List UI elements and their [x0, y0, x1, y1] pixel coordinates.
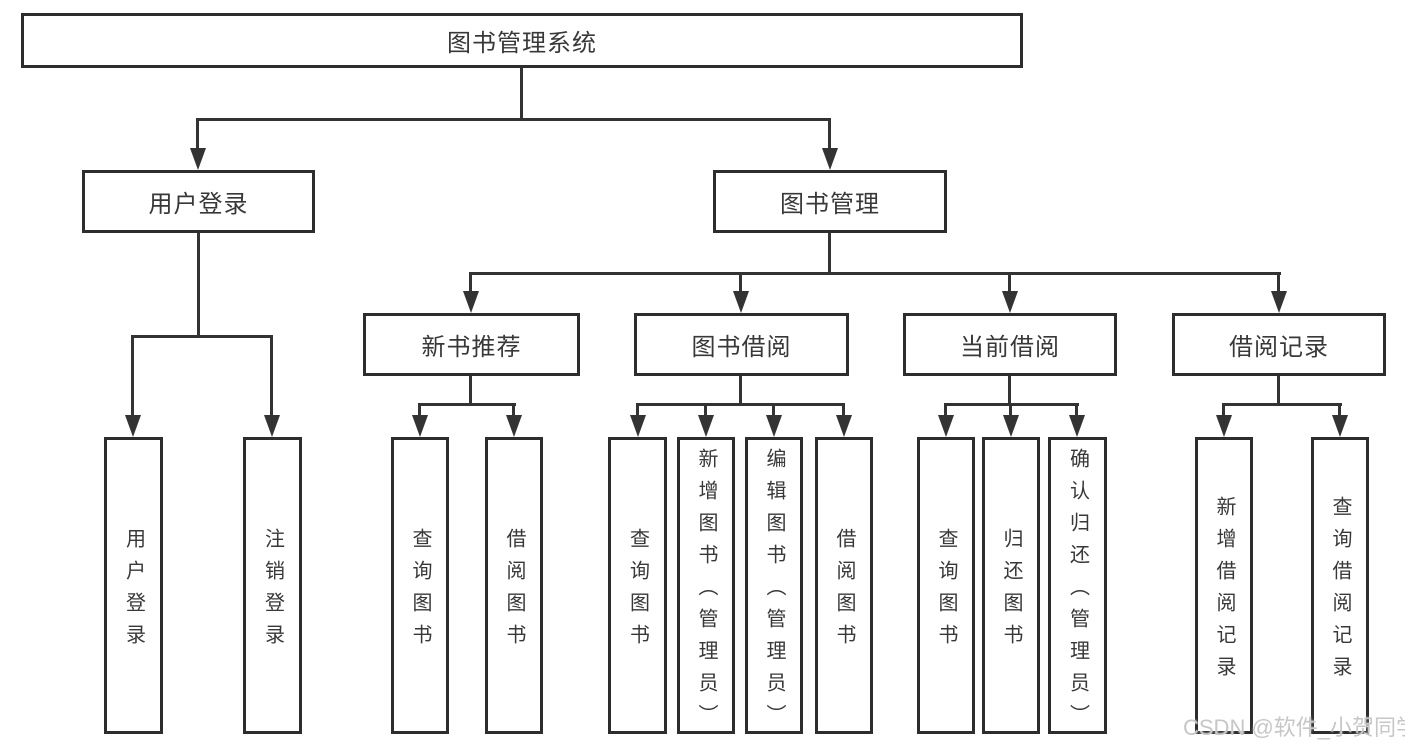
connector-line	[704, 403, 707, 417]
leaf-records-add-record-label: 新增借阅记录	[1213, 495, 1235, 688]
node-user-login: 用户登录	[82, 170, 315, 233]
node-new-book-recommend: 新书推荐	[363, 313, 580, 376]
arrowhead-icon	[1216, 415, 1232, 437]
node-book-management: 图书管理	[713, 170, 947, 233]
leaf-recommend-query-books: 查询图书	[391, 437, 449, 734]
leaf-records-query-record: 查询借阅记录	[1311, 437, 1369, 734]
leaf-borrow-edit-books-admin: 编辑图书（管理员）	[745, 437, 803, 736]
arrowhead-icon	[125, 415, 141, 437]
arrowhead-icon	[506, 415, 522, 437]
leaf-current-query-books: 查询图书	[917, 437, 975, 734]
connector-line	[469, 274, 472, 293]
leaf-borrow-borrow-books: 借阅图书	[815, 437, 873, 734]
connector-line	[131, 335, 273, 338]
connector-line	[636, 403, 845, 406]
leaf-borrow-query-books-label: 查询图书	[626, 527, 649, 656]
arrowhead-icon	[412, 415, 428, 437]
connector-line	[828, 233, 831, 275]
leaf-recommend-borrow-books: 借阅图书	[485, 437, 543, 734]
connector-line	[418, 403, 516, 406]
connector-line	[1075, 403, 1078, 417]
arrowhead-icon	[1003, 415, 1019, 437]
connector-line	[1338, 403, 1341, 417]
connector-line	[772, 403, 775, 417]
connector-line	[739, 274, 742, 293]
leaf-borrow-edit-books-admin-label: 编辑图书（管理员）	[763, 447, 785, 736]
arrowhead-icon	[1271, 291, 1287, 313]
node-borrow-records: 借阅记录	[1172, 313, 1386, 376]
connector-line	[1222, 403, 1225, 417]
arrowhead-icon	[463, 291, 479, 313]
csdn-watermark: CSDN @软件_小贺同学	[1183, 715, 1405, 740]
leaf-current-confirm-return-admin: 确认归还（管理员）	[1048, 437, 1107, 736]
leaf-logout: 注销登录	[243, 437, 302, 734]
arrowhead-icon	[630, 415, 646, 437]
connector-line	[197, 233, 200, 338]
connector-line	[1277, 274, 1280, 293]
leaf-records-query-record-label: 查询借阅记录	[1329, 495, 1351, 688]
arrowhead-icon	[733, 291, 749, 313]
leaf-borrow-borrow-books-label: 借阅图书	[833, 527, 855, 656]
connector-line	[739, 376, 742, 406]
node-borrow-records-label: 借阅记录	[1229, 334, 1329, 361]
leaf-user-login-label: 用户登录	[122, 527, 145, 656]
node-current-borrow-label: 当前借阅	[960, 334, 1060, 361]
connector-line	[842, 403, 845, 417]
connector-line	[520, 68, 523, 121]
connector-line	[469, 376, 472, 406]
connector-line	[1277, 376, 1280, 406]
node-book-borrow: 图书借阅	[634, 313, 849, 376]
connector-line	[131, 337, 134, 417]
node-root-label: 图书管理系统	[447, 30, 597, 57]
connector-line	[418, 403, 421, 417]
node-book-management-label: 图书管理	[780, 191, 880, 218]
connector-line	[196, 120, 199, 150]
arrowhead-icon	[938, 415, 954, 437]
connector-line	[1008, 274, 1011, 293]
leaf-current-return-books: 归还图书	[982, 437, 1040, 734]
leaf-borrow-query-books: 查询图书	[608, 437, 667, 734]
arrowhead-icon	[698, 415, 714, 437]
connector-line	[636, 403, 639, 417]
arrowhead-icon	[264, 415, 280, 437]
leaf-current-return-books-label: 归还图书	[1000, 527, 1022, 656]
node-root: 图书管理系统	[21, 13, 1023, 68]
node-new-book-recommend-label: 新书推荐	[421, 334, 522, 361]
connector-line	[512, 403, 515, 417]
node-user-login-label: 用户登录	[148, 191, 249, 218]
leaf-recommend-query-books-label: 查询图书	[409, 527, 431, 656]
connector-line	[828, 120, 831, 150]
connector-line	[270, 337, 273, 417]
connector-line	[1222, 403, 1342, 406]
arrowhead-icon	[1002, 291, 1018, 313]
arrowhead-icon	[766, 415, 782, 437]
leaf-records-add-record: 新增借阅记录	[1195, 437, 1253, 734]
leaf-user-login: 用户登录	[104, 437, 163, 734]
node-book-borrow-label: 图书借阅	[691, 334, 792, 361]
connector-line	[469, 272, 1281, 275]
arrowhead-icon	[190, 148, 206, 170]
arrowhead-icon	[1069, 415, 1085, 437]
leaf-logout-label: 注销登录	[261, 527, 284, 656]
connector-line	[196, 118, 831, 121]
leaf-borrow-add-books-admin: 新增图书（管理员）	[677, 437, 735, 736]
leaf-recommend-borrow-books-label: 借阅图书	[503, 527, 525, 656]
leaf-current-confirm-return-admin-label: 确认归还（管理员）	[1066, 447, 1089, 736]
leaf-borrow-add-books-admin-label: 新增图书（管理员）	[695, 447, 717, 736]
arrowhead-icon	[836, 415, 852, 437]
connector-line	[1009, 403, 1012, 417]
connector-line	[1008, 376, 1011, 406]
arrowhead-icon	[1332, 415, 1348, 437]
node-current-borrow: 当前借阅	[903, 313, 1117, 376]
connector-line	[944, 403, 947, 417]
arrowhead-icon	[822, 148, 838, 170]
leaf-current-query-books-label: 查询图书	[935, 527, 957, 656]
